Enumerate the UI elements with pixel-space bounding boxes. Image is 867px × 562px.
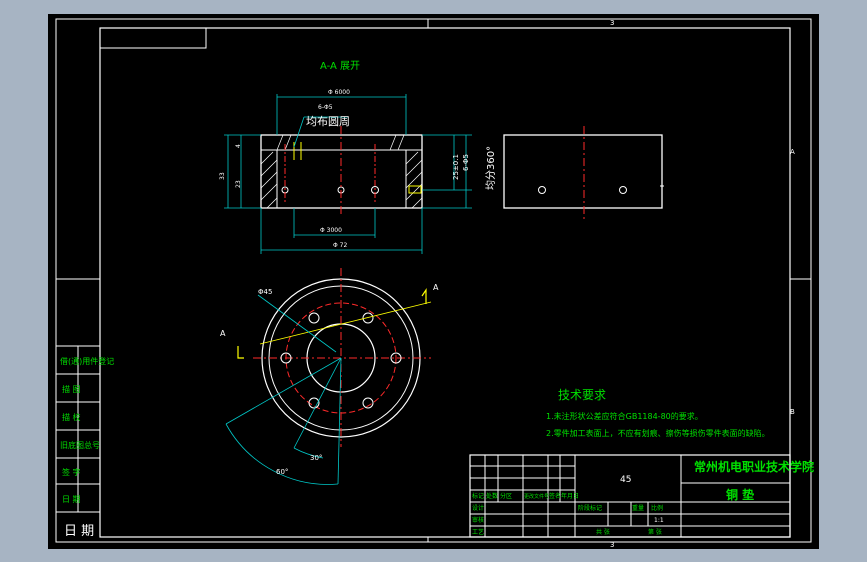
tb-role-review: 审核 [472,516,484,524]
outer-frame [55,18,812,543]
bottom-edge-mark: 3 [610,541,614,549]
section-mark-right: A [433,283,439,292]
side-panel-cell-1: 借(通)用件登记 [60,356,114,366]
tb-row-label-2: 处数 [486,492,498,500]
dim-angle-b: 60° [276,468,288,476]
dim-outer-diameter: Φ 6000 [328,89,350,96]
tb-material: 45 [620,475,631,485]
tech-line-2: 2.零件加工表面上，不应有划痕、擦伤等损伤零件表面的缺陷。 [546,428,770,438]
tech-line-1: 1.未注形状公差应符合GB1184-80的要求。 [546,411,703,421]
tb-school: 常州机电职业技术学院 [694,459,814,474]
dim-base-diameter: Φ 72 [333,242,347,249]
dim-right-b: 6-Φ5 [462,154,470,171]
side-panel: 借(通)用件登记 描 图 描 校 旧底图总号 签 字 日 期 日 期 [55,345,114,539]
tb-sheet-number: 第 张 [648,528,662,536]
side-panel-cell-5: 签 字 [62,467,81,477]
drawing-canvas[interactable]: 3 3 A B 借(通)用件登记 描 图 描 校 旧底图总号 签 字 日 期 日… [48,14,819,549]
dim-hole-spec-lower: 均布圆周 [306,115,350,128]
cad-viewport[interactable]: 3 3 A B 借(通)用件登记 描 图 描 校 旧底图总号 签 字 日 期 日… [48,14,819,549]
tb-stage-label: 阶段标记 [578,504,602,512]
right-edge-mark-b: B [790,408,795,416]
dim-height-a: 4 [235,144,242,148]
section-mark-left: A [220,329,226,338]
tb-row-label-3: 分区 [500,492,512,500]
top-edge-mark: 3 [610,19,614,27]
tb-scale-label: 比例 [651,504,663,512]
side-panel-cell-3: 描 校 [62,412,81,422]
tb-sheet-total: 共 张 [596,528,610,536]
top-left-box [100,28,207,49]
side-panel-cell-2: 描 图 [62,384,81,394]
dim-circle-label: Φ45 [258,288,272,296]
right-edge-mark-a: A [790,148,795,156]
tb-scale-value: 1:1 [654,517,664,524]
tech-requirements: 技术要求 1.未注形状公差应符合GB1184-80的要求。 2.零件加工表面上，… [546,388,770,438]
dim-right-a: 25±0.1 [452,154,460,180]
dim-inner-diameter: Φ 3000 [320,227,342,234]
dim-right-c: 均分360° [485,146,497,190]
tb-row-label-4: 更改文件号 [524,493,549,500]
tb-row-label-5: 签名 [549,492,561,500]
dim-hole-spec-upper: 6-Φ5 [318,104,333,111]
tb-row-label-1: 标记 [472,492,484,500]
section-title: A-A 展开 [320,60,360,72]
footer-date: 日 期 [64,524,94,539]
dim-angle-a: 30° [310,454,322,462]
side-panel-cell-6: 日 期 [62,495,81,504]
dim-height-total: 33 [219,172,226,180]
tech-title: 技术要求 [558,388,606,402]
tb-part-name: 铜 垫 [726,487,754,502]
inner-frame [99,27,791,538]
title-block: 标记 处数 分区 更改文件号 签名 年月日 设计 审核 工艺 阶段标记 重量 比… [469,454,814,538]
front-section-view: Φ 6000 6-Φ5 均布圆周 Φ 3000 Φ 72 33 4 23 25±… [219,89,497,254]
tb-role-design: 设计 [472,504,484,512]
side-view [503,126,664,220]
dim-height-b: 23 [235,180,242,188]
tb-row-label-6: 年月日 [561,492,579,500]
side-panel-cell-4: 旧底图总号 [60,440,100,450]
tb-weight-label: 重量 [632,504,644,512]
tb-role-process: 工艺 [472,528,484,536]
plan-view: A A Φ45 30° 60° [220,268,439,485]
